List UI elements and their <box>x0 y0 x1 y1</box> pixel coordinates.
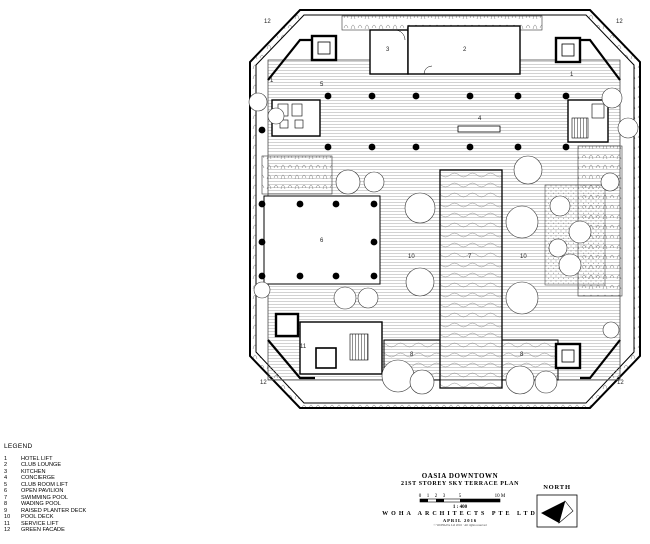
copyright: © WOHA Pte Ltd 2016 · All rights reserve… <box>433 523 487 527</box>
legend-item: 7 SWIMMING POOL <box>4 495 134 501</box>
scale-tick-label: 3 <box>443 494 446 499</box>
scale-tick-label: 1 <box>427 494 430 499</box>
lift-core-se <box>554 342 582 370</box>
drawing-date: APRIL 2016 <box>442 518 478 523</box>
legend-item-number: 3 <box>4 468 8 475</box>
legend-item-label: RAISED PLANTER DECK <box>21 507 87 514</box>
drawing-title: 21ST STOREY SKY TERRACE PLAN <box>400 481 520 487</box>
lift-core-ne <box>554 36 582 64</box>
label-3: 3 <box>386 47 390 53</box>
legend-list: 1 HOTEL LIFT 2 CLUB LOUNGE 3 KITCHEN 4 CONCIERG… <box>4 456 134 533</box>
legend-item: 1 HOTEL LIFT <box>4 456 134 462</box>
legend-item-number: 7 <box>4 494 8 501</box>
legend-item-number: 10 <box>4 514 11 521</box>
legend-item-label: KITCHEN <box>21 468 46 475</box>
scale-tick-label: 5 <box>459 494 462 499</box>
north-arrow-icon <box>536 494 578 528</box>
label-7: 7 <box>468 254 472 260</box>
legend-item: 5 CLUB ROOM LIFT <box>4 482 134 488</box>
legend-item-number: 12 <box>4 526 11 533</box>
legend-item-label: CONCIERGE <box>21 475 55 482</box>
label-5: 5 <box>320 82 324 88</box>
columns <box>258 92 570 280</box>
legend-item: 4 CONCIERGE <box>4 475 134 481</box>
label-1-a: 1 <box>270 78 274 84</box>
lift-core-sw <box>274 312 300 338</box>
legend-item-number: 4 <box>4 475 8 482</box>
scale-tick-label: 10 M <box>495 494 505 499</box>
title-block: OASIA DOWNTOWN 21ST STOREY SKY TERRACE P… <box>380 472 540 527</box>
floor-plan: 12 12 12 12 1 1 3 2 5 4 6 7 10 10 8 8 11 <box>248 9 641 409</box>
legend-item-label: WADING POOL <box>21 501 61 508</box>
swimming-pool <box>439 169 503 389</box>
lift-core-nw <box>310 34 338 62</box>
legend-item-number: 5 <box>4 481 8 488</box>
legend-item: 6 OPEN PAVILION <box>4 488 134 494</box>
label-12-br: 12 <box>617 380 624 386</box>
scale-tick-label: 2 <box>435 494 438 499</box>
north-label: NORTH <box>543 484 571 491</box>
legend-item-label: GREEN FACADE <box>21 526 65 533</box>
label-8-b: 8 <box>520 352 524 358</box>
label-11: 11 <box>300 344 307 350</box>
legend-item-label: SWIMMING POOL <box>21 494 68 501</box>
legend-item-label: SERVICE LIFT <box>21 520 59 527</box>
legend-item-label: HOTEL LIFT <box>21 456 53 462</box>
label-12-tr: 12 <box>616 19 623 25</box>
legend-item-number: 9 <box>4 507 8 514</box>
label-8-a: 8 <box>410 352 414 358</box>
legend-item-number: 8 <box>4 501 8 508</box>
firm-name: WOHA ARCHITECTS PTE LTD <box>382 511 538 517</box>
raised-planter-deck-west <box>261 155 333 195</box>
north-arrow: NORTH <box>532 484 582 529</box>
legend-title: LEGEND <box>4 443 33 450</box>
project-title: OASIA DOWNTOWN <box>421 472 499 480</box>
legend-item-label: CLUB LOUNGE <box>21 462 62 469</box>
label-10-a: 10 <box>408 254 415 260</box>
label-12-tl: 12 <box>264 19 271 25</box>
label-6: 6 <box>320 238 324 244</box>
open-pavilion <box>263 195 381 285</box>
label-1-b: 1 <box>570 72 574 78</box>
legend-item-label: OPEN PAVILION <box>21 488 64 495</box>
label-12-bl: 12 <box>260 380 267 386</box>
legend-item: 10 POOL DECK <box>4 514 134 520</box>
legend-item-number: 11 <box>4 520 10 527</box>
legend-item-number: 6 <box>4 488 8 495</box>
legend-item: 11 SERVICE LIFT <box>4 521 134 527</box>
legend-item-label: CLUB ROOM LIFT <box>21 481 68 488</box>
legend-item: 3 KITCHEN <box>4 469 134 475</box>
legend-item-number: 1 <box>4 456 8 462</box>
legend-item: 9 RAISED PLANTER DECK <box>4 508 134 514</box>
legend-item-number: 2 <box>4 462 8 469</box>
service-lift-block <box>299 321 383 375</box>
label-2: 2 <box>463 47 467 53</box>
scale-tick-label: 0 <box>419 494 422 499</box>
legend-item: 8 WADING POOL <box>4 501 134 507</box>
label-4: 4 <box>478 116 482 122</box>
concierge-counter <box>457 125 501 133</box>
legend-item: 12 GREEN FACADE <box>4 527 134 533</box>
trees <box>248 87 639 395</box>
drawing-scale: 1 : 400 <box>452 505 468 510</box>
legend-item-label: POOL DECK <box>21 514 54 521</box>
club-lounge-room <box>407 25 521 75</box>
legend-item: 2 CLUB LOUNGE <box>4 462 134 468</box>
label-10-b: 10 <box>520 254 527 260</box>
